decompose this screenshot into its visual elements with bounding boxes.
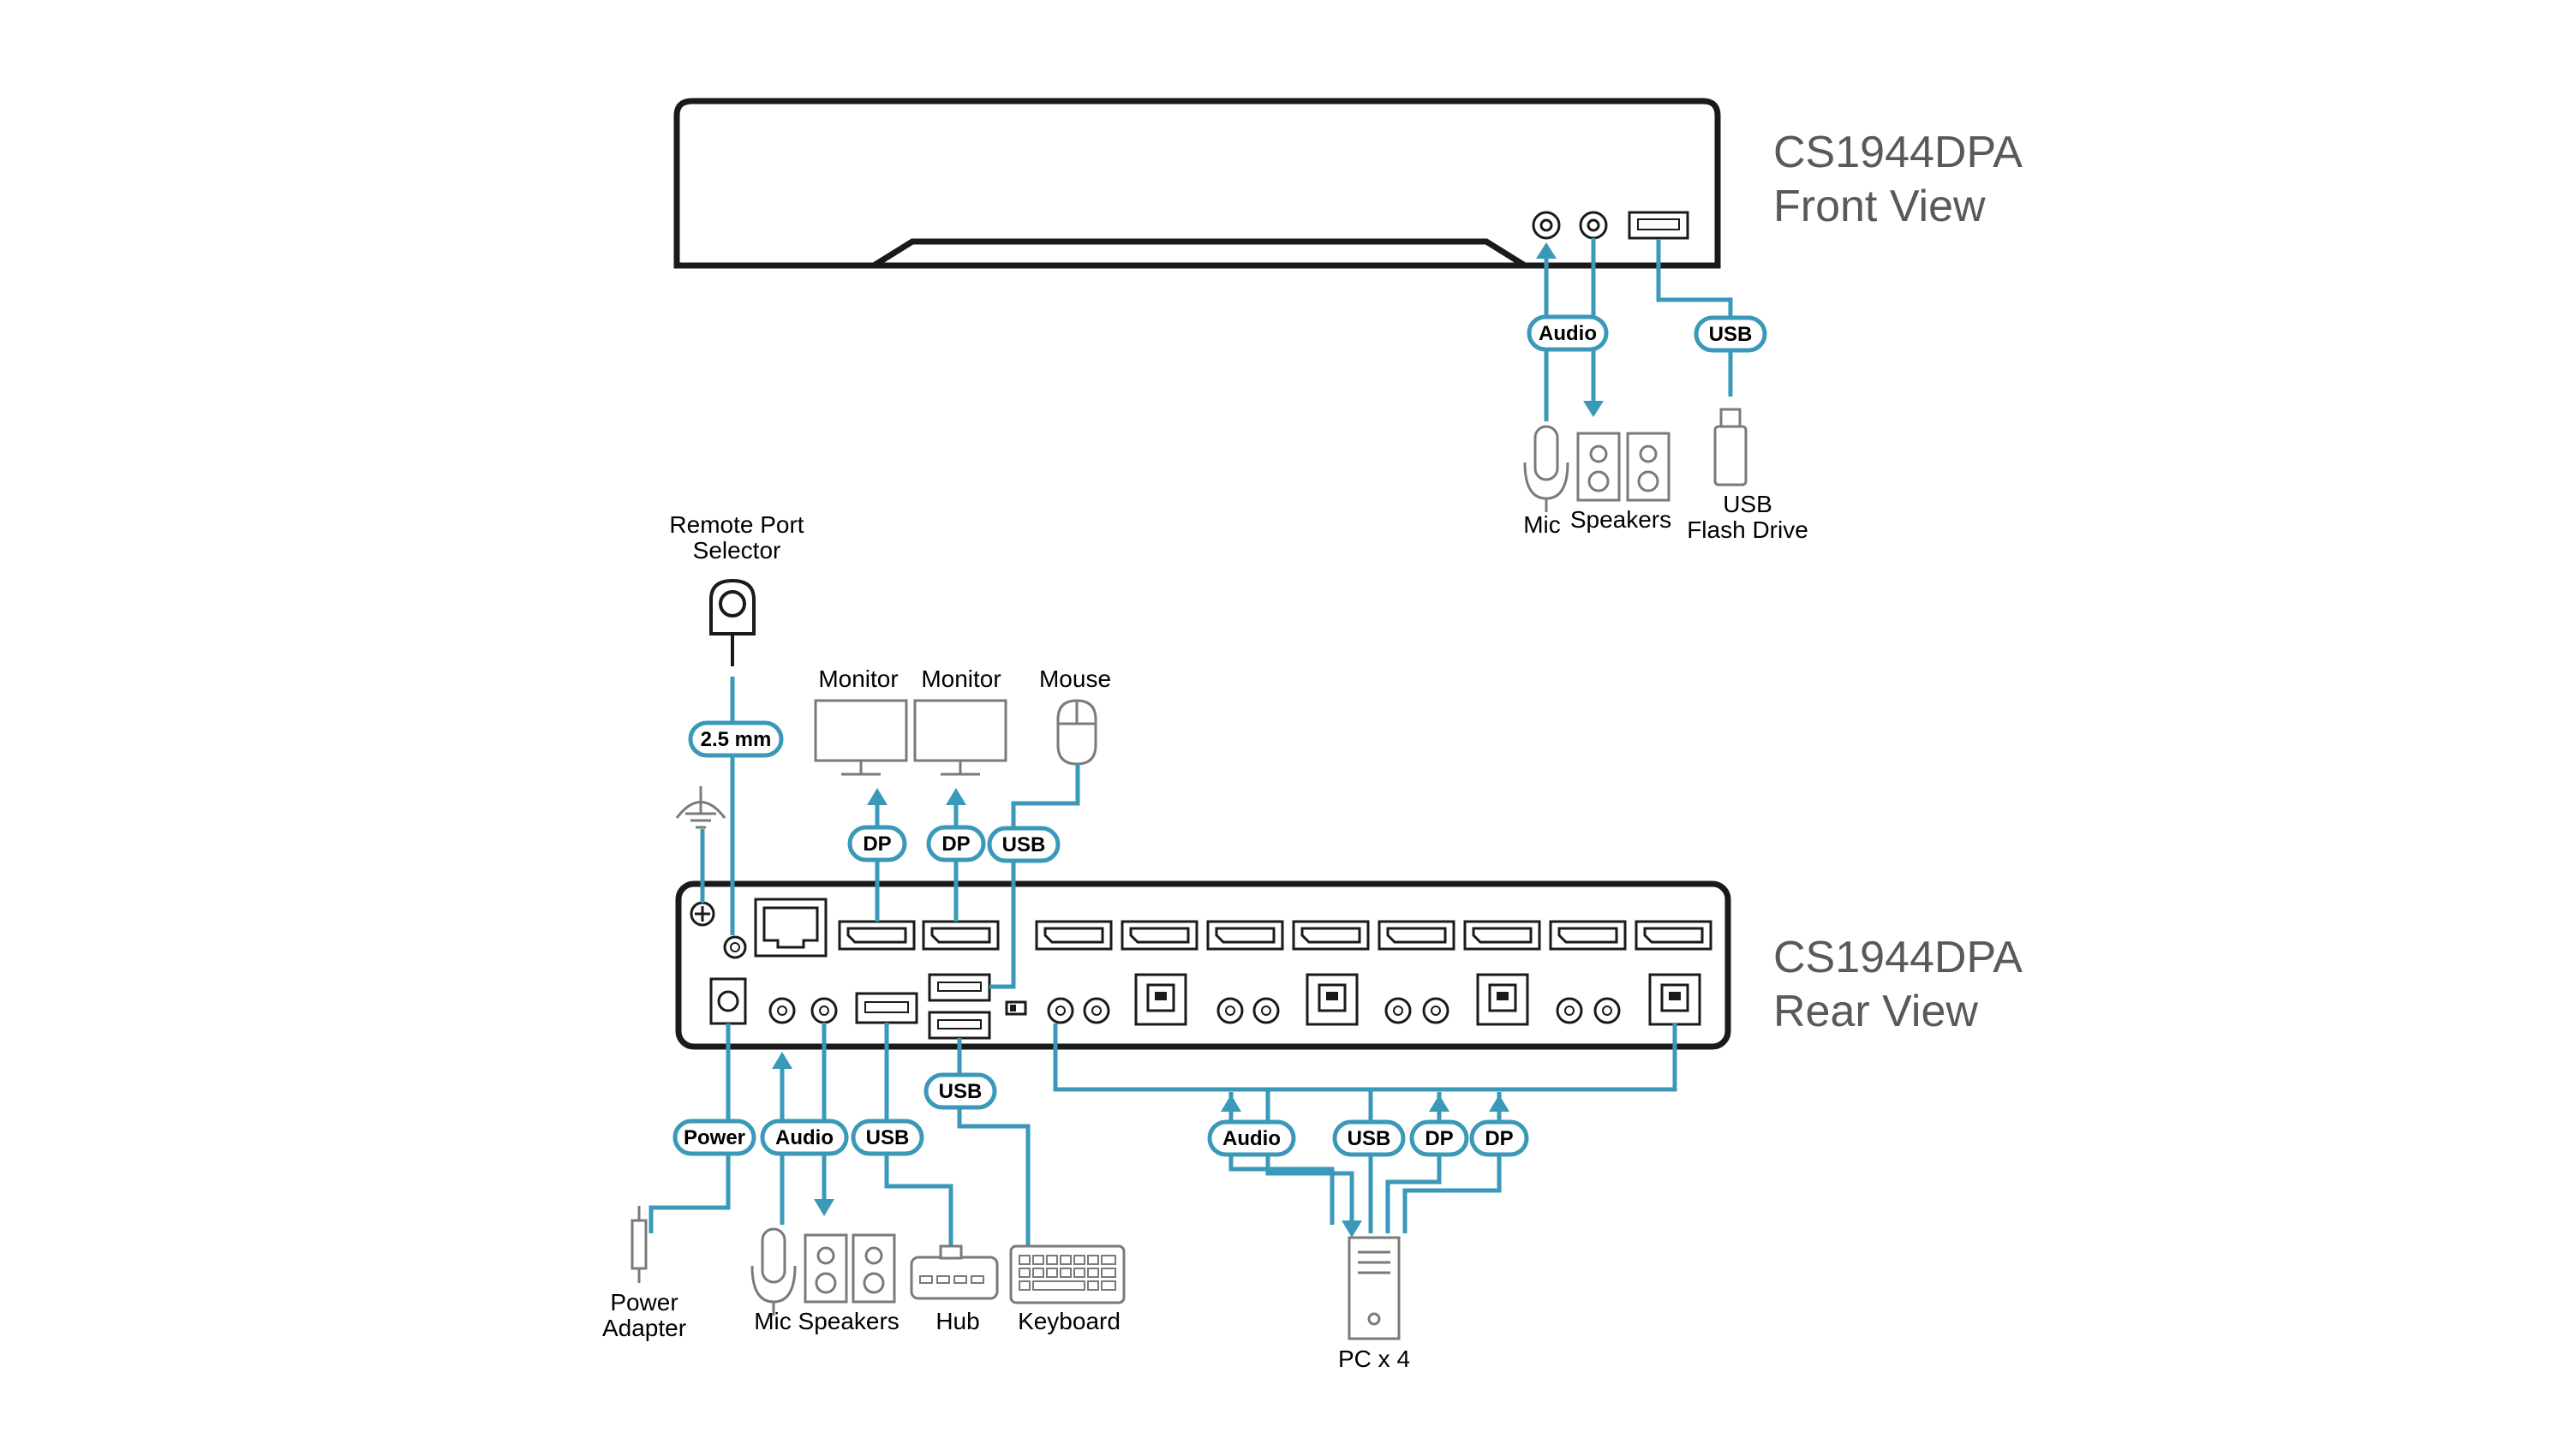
front-unit-foot (872, 238, 1527, 268)
usb-mouse-label: USB (1002, 833, 1046, 856)
front-speakers-icon (1576, 432, 1670, 502)
usb-keyboard-cable (957, 1038, 1031, 1246)
front-speaker-port (1579, 211, 1608, 240)
mm-label: 2.5 mm (701, 728, 772, 751)
pc-audio-arrow-down (1342, 1220, 1362, 1238)
front-audio-label: Audio (1539, 322, 1597, 345)
front-mic-label: Mic (1523, 511, 1561, 538)
console-speakers-icon (804, 1233, 896, 1304)
console-mic-port (768, 997, 796, 1024)
dp-2-arrow (946, 788, 966, 805)
pc-dp-1-label: DP (1425, 1127, 1453, 1150)
console-speaker-arrow (814, 1199, 834, 1216)
pc-audio-arrow (1221, 1095, 1241, 1112)
console-mic-icon (750, 1227, 797, 1316)
power-adapter-label-line2: Adapter (602, 1315, 686, 1341)
front-view: CS1944DPA Front View Audio USB (673, 98, 2023, 543)
rear-title-line1: CS1944DPA (1773, 933, 2023, 982)
monitor-2-label: Monitor (921, 665, 1001, 692)
dp-2-pill (926, 825, 986, 862)
pc-dp-2-label: DP (1485, 1127, 1513, 1150)
usb-keyboard-pill (923, 1072, 997, 1110)
pc-label: PC x 4 (1338, 1346, 1410, 1372)
keyboard-label: Keyboard (1018, 1308, 1121, 1334)
front-usb-pill (1694, 315, 1767, 353)
pc-dp-cable-1 (1385, 1092, 1442, 1233)
power-jack (709, 977, 747, 1025)
console-mic-arrow (772, 1052, 792, 1069)
rear-title-line2: Rear View (1773, 987, 1978, 1036)
front-audio-pill (1527, 314, 1609, 352)
front-usb-label: USB (1709, 323, 1753, 346)
usb-hub-cable (884, 1023, 953, 1250)
mouse-icon (1056, 699, 1097, 766)
mouse-label: Mouse (1039, 665, 1111, 692)
pc-dp-cable-2 (1402, 1092, 1502, 1233)
mm-pill (688, 720, 784, 758)
front-unit-body (673, 98, 1721, 269)
front-mic-port (1532, 211, 1561, 240)
remote-selector-label-line1: Remote Port (669, 511, 804, 538)
ground-icon (675, 786, 726, 829)
remote-port-selector-icon (709, 578, 756, 666)
flash-drive-icon (1713, 408, 1748, 486)
mouse-cable-end (989, 975, 1016, 989)
dp-1-arrow (867, 788, 888, 805)
keyboard-icon (1009, 1244, 1126, 1304)
power-pill (672, 1119, 756, 1156)
usb-mouse-pill (987, 826, 1061, 863)
pc-dp-1-pill (1409, 1119, 1469, 1157)
front-mic-arrow (1536, 242, 1557, 259)
console-dp-port-2 (922, 920, 1000, 951)
front-title-line1: CS1944DPA (1773, 128, 2023, 177)
power-label: Power (684, 1126, 745, 1149)
mic-speakers-label: Mic Speakers (754, 1308, 900, 1334)
pc-dp-2-pill (1469, 1119, 1529, 1157)
dp-1-label: DP (863, 832, 891, 856)
audio-label: Audio (775, 1126, 834, 1149)
power-cable (648, 1023, 731, 1233)
pc-audio-cable-1 (1228, 1092, 1335, 1225)
front-speaker-arrow (1583, 401, 1604, 417)
audio-pill (760, 1119, 849, 1156)
flash-drive-label-line2: Flash Drive (1687, 516, 1808, 543)
usb-hub-label: USB (866, 1126, 910, 1149)
console-dp-port-1 (838, 920, 916, 951)
pc-usb-label: USB (1348, 1127, 1391, 1150)
console-speaker-port (810, 997, 838, 1024)
pc-tower-icon (1348, 1236, 1401, 1340)
pc-dp-arrow-1 (1429, 1095, 1449, 1112)
flash-drive-label-line1: USB (1723, 491, 1772, 517)
usb-hub-pill (851, 1119, 924, 1156)
power-adapter-label-line1: Power (610, 1289, 678, 1316)
mouse-cable (1011, 764, 1080, 975)
monitor-1-label: Monitor (818, 665, 898, 692)
pc-dp-arrow-2 (1489, 1095, 1509, 1112)
monitor-2-icon (913, 699, 1007, 776)
remote-selector-label-line2: Selector (693, 537, 781, 564)
pc-port-block-4 (1549, 920, 1712, 1026)
usb-keyboard-label: USB (939, 1080, 983, 1103)
monitor-1-icon (814, 699, 908, 776)
dp-2-label: DP (941, 832, 970, 856)
power-adapter-icon (631, 1206, 648, 1283)
pc-bus-cable (1053, 1023, 1677, 1092)
hub-label: Hub (935, 1308, 979, 1334)
hub-icon (910, 1244, 999, 1300)
remote-port (723, 935, 747, 959)
pc-audio-pill (1207, 1119, 1296, 1157)
pc-port-block-1 (1035, 920, 1198, 1026)
pc-port-block-2 (1206, 920, 1370, 1026)
rear-view: CS1944DPA Rear View (602, 511, 2023, 1372)
pc-audio-label: Audio (1222, 1127, 1281, 1150)
pc-port-block-3 (1378, 920, 1541, 1026)
dp-1-pill (847, 825, 907, 862)
front-title-line2: Front View (1773, 182, 1986, 231)
pc-usb-pill (1332, 1119, 1406, 1157)
front-mic-icon (1523, 425, 1569, 512)
front-speakers-label: Speakers (1570, 506, 1671, 533)
